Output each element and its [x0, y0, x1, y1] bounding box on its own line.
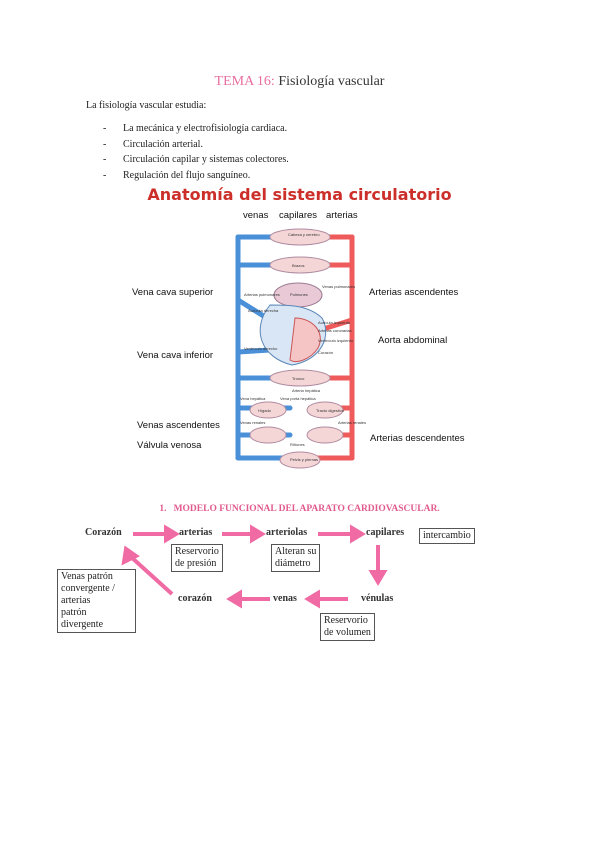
label-aorta: Aorta abdominal: [378, 335, 448, 346]
node-venulas: vénulas: [361, 593, 394, 604]
intro-text: La fisiología vascular estudia:: [86, 100, 207, 111]
node-arterias: arterias: [179, 527, 213, 538]
label-vent-der: Ventrículo derecho: [244, 346, 278, 351]
label-pulmones: Pulmones: [290, 292, 308, 297]
box-intercambio: intercambio: [419, 528, 475, 544]
section-heading: 1. MODELO FUNCIONAL DEL APARATO CARDIOVA…: [159, 504, 440, 514]
node-corazon-top: Corazón: [85, 527, 122, 538]
label-venas-top: venas: [243, 210, 269, 221]
label-arterias-top: arterias: [326, 210, 358, 221]
label-pelvis: Pelvis y piernas: [290, 457, 318, 462]
label-art-ren: Arterias renales: [338, 420, 366, 425]
label-tronco: Tronco: [292, 376, 305, 381]
label-cabeza: Cabeza y cerebro: [288, 232, 320, 237]
box-reservorio-volumen: Reservorio de volumen: [320, 613, 375, 641]
label-valvula: Válvula venosa: [137, 440, 202, 451]
node-arteriolas: arteriolas: [266, 527, 308, 538]
label-art-pulm: Arterias pulmonares: [244, 292, 280, 297]
label-higado: Hígado: [258, 408, 272, 413]
label-rinones: Riñones: [290, 442, 305, 447]
label-brazos: Brazos: [292, 263, 304, 268]
label-art-hep: Arteria hepática: [292, 388, 321, 393]
capillary-beds: [249, 228, 344, 469]
label-ven-pulm: Venas pulmonares: [322, 284, 355, 289]
label-vena-porta: Vena porta hepática: [280, 396, 316, 401]
box-alteran: Alteran su diámetro: [271, 544, 321, 572]
label-art-desc: Arterias descendentes: [370, 433, 465, 444]
label-art-asc: Arterias ascendentes: [369, 287, 459, 298]
tema-label: TEMA 16:: [214, 74, 275, 89]
label-vent-izq: Ventrículo izquierdo: [318, 338, 354, 343]
label-venas-ren: Venas renales: [240, 420, 265, 425]
label-aur-izq: Aurícula izquierda: [318, 320, 351, 325]
node-corazon-bottom: corazón: [178, 593, 212, 604]
label-corazon-small: Corazón: [318, 350, 333, 355]
box-patron: Venas patrón convergente / arterias patr…: [57, 569, 136, 633]
label-vena-cava-sup: Vena cava superior: [132, 287, 214, 298]
bullet-list: -La mecánica y electrofisiología cardiac…: [103, 121, 289, 183]
label-capilares-top: capilares: [279, 210, 318, 221]
list-item: -Circulación capilar y sistemas colector…: [103, 154, 289, 165]
flow-arrows: [121, 524, 388, 609]
page-title: TEMA 16: Fisiología vascular: [0, 74, 599, 90]
node-venas: venas: [273, 593, 297, 604]
label-vena-hep: Vena hepática: [240, 396, 266, 401]
label-aur-der: Aurícula derecha: [248, 308, 279, 313]
heart-icon: [259, 282, 327, 366]
label-venas-asc: Venas ascendentes: [137, 420, 220, 431]
tema-title: Fisiología vascular: [278, 74, 385, 89]
figure-title: Anatomía del sistema circulatorio: [147, 185, 452, 204]
list-item: -La mecánica y electrofisiología cardiac…: [103, 123, 288, 134]
box-reservorio-presion: Reservorio de presión: [171, 544, 223, 572]
label-vena-cava-inf: Vena cava inferior: [137, 350, 214, 361]
label-tracto: Tracto digestivo: [316, 408, 345, 413]
list-item: -Regulación del flujo sanguíneo.: [103, 169, 251, 181]
list-item: -Circulación arterial.: [103, 138, 203, 150]
label-art-cor: Arterias coronarias: [318, 328, 352, 333]
node-capilares: capilares: [366, 527, 405, 538]
